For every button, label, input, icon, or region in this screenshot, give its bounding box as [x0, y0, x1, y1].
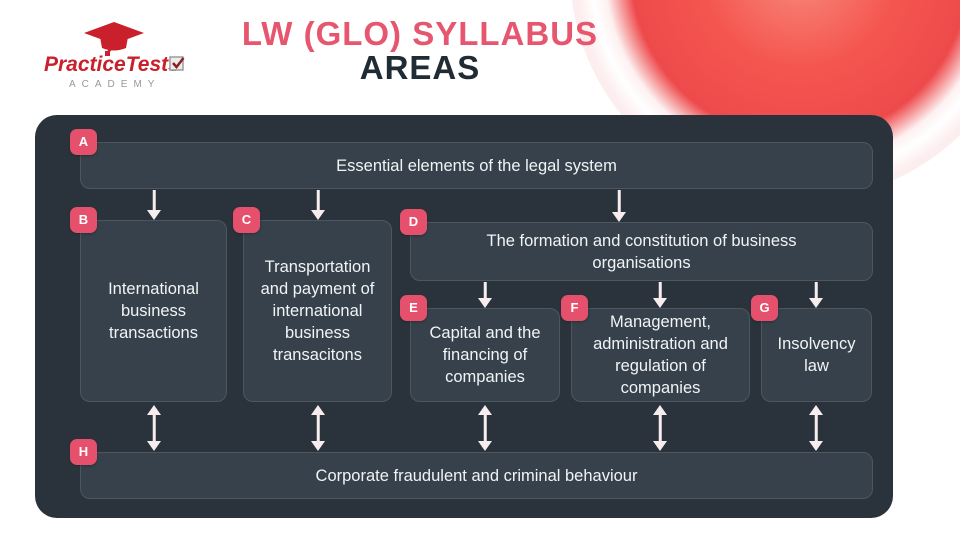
node-essential-elements: A Essential elements of the legal system [70, 129, 873, 189]
node-b-label: International business transactions [108, 280, 199, 342]
arrow-d-to-f [652, 282, 668, 308]
arrow-f-to-h [652, 405, 668, 451]
node-a-label: Essential elements of the legal system [336, 156, 617, 175]
arrow-d-to-g [808, 282, 824, 308]
arrow-a-to-c [310, 190, 326, 220]
node-c-label: Transportation and payment of internatio… [260, 258, 375, 364]
node-international-business: B International business transactions [70, 207, 227, 402]
badge-a: A [70, 129, 97, 155]
page-title-line2: AREAS [359, 49, 481, 86]
logo-subtitle: ACADEMY [69, 79, 160, 90]
node-d-label: The formation and constitution of busine… [486, 231, 797, 272]
arrow-c-to-h [310, 405, 326, 451]
badge-b: B [70, 207, 97, 233]
arrow-a-to-b [146, 190, 162, 220]
node-insolvency-law: G Insolvency law [751, 295, 872, 402]
practicetests-logo: PracticeTests ACADEMY [38, 20, 190, 97]
badge-e: E [400, 295, 427, 321]
arrow-e-to-h [477, 405, 493, 451]
node-g-label: Insolvency law [777, 335, 856, 375]
checkbox-icon [169, 56, 185, 71]
arrow-d-to-e [477, 282, 493, 308]
node-capital-financing: E Capital and the financing of companies [400, 295, 560, 402]
badge-h: H [70, 439, 97, 465]
node-h-label: Corporate fraudulent and criminal behavi… [315, 466, 638, 485]
logo-name: PracticeTests [44, 53, 180, 76]
arrow-a-to-d [611, 190, 627, 222]
node-f-label: Management, administration and regulatio… [593, 313, 728, 397]
node-management-administration: F Management, administration and regulat… [561, 295, 750, 402]
node-corporate-fraudulent: H Corporate fraudulent and criminal beha… [70, 439, 873, 499]
page-title: LW (GLO) SYLLABUS AREAS [190, 17, 650, 85]
badge-d: D [400, 209, 427, 235]
node-e-label: Capital and the financing of companies [429, 324, 541, 386]
node-transportation-payment: C Transportation and payment of internat… [233, 207, 392, 402]
badge-c: C [233, 207, 260, 233]
page-title-line1: LW (GLO) SYLLABUS [241, 15, 599, 52]
badge-f: F [561, 295, 588, 321]
syllabus-diagram-panel: A Essential elements of the legal system… [35, 115, 893, 518]
arrow-g-to-h [808, 405, 824, 451]
badge-g: G [751, 295, 778, 321]
node-formation-constitution: D The formation and constitution of busi… [400, 209, 873, 281]
logo-graphic: PracticeTests ACADEMY [44, 22, 185, 90]
graduation-cap-icon [84, 22, 144, 56]
arrow-b-to-h [146, 405, 162, 451]
